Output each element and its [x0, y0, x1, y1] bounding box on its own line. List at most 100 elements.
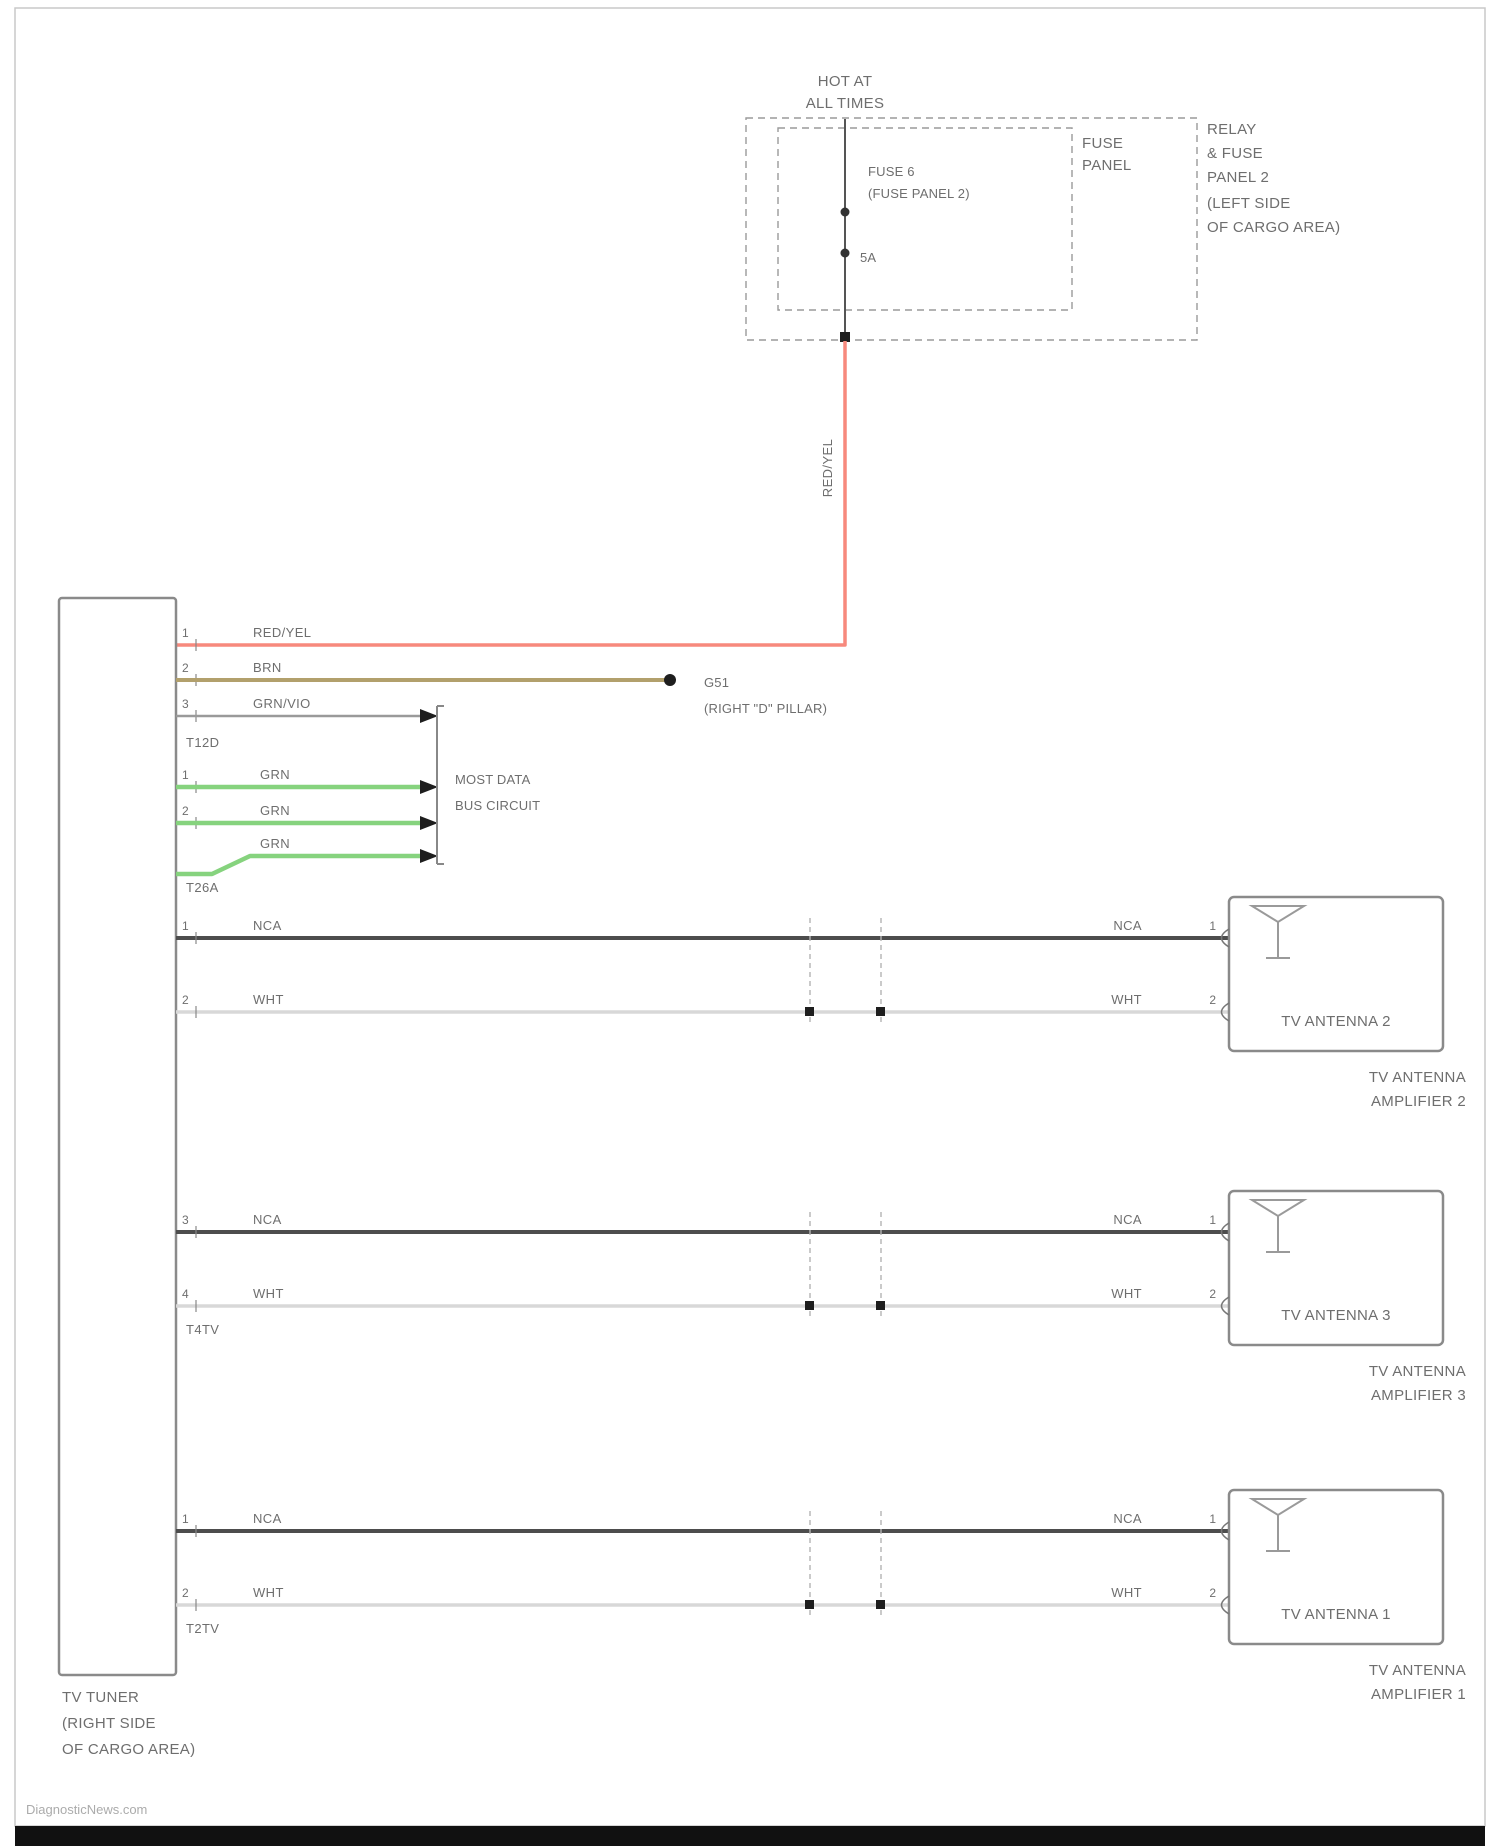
pin-number: 2	[182, 993, 189, 1007]
ground-point	[664, 674, 676, 686]
antenna-icon	[1248, 905, 1308, 959]
connector-dot	[805, 1600, 814, 1609]
pin-number: 3	[182, 1213, 189, 1227]
connector-label: T12D	[186, 735, 219, 750]
connector-dot	[805, 1301, 814, 1310]
bus-arrow-icon	[420, 816, 438, 830]
pin-number: 2	[1209, 993, 1216, 1007]
wire-label: WHT	[253, 1585, 284, 1600]
amplifier-label: AMPLIFIER 2	[1371, 1093, 1466, 1110]
pin-number: 1	[1209, 1512, 1216, 1526]
connector-arc	[1220, 1002, 1230, 1022]
watermark: DiagnosticNews.com	[26, 1802, 147, 1817]
pin-number: 2	[1209, 1586, 1216, 1600]
connector-dot	[805, 1007, 814, 1016]
fuse-terminal	[840, 248, 850, 258]
amplifier-label: TV ANTENNA	[1369, 1662, 1466, 1679]
connector-arc	[1220, 1222, 1230, 1242]
bus-arrow-icon	[420, 849, 438, 863]
wire-label: NCA	[1113, 918, 1142, 933]
wire-label: NCA	[253, 918, 282, 933]
tv-tuner-box	[57, 596, 178, 1677]
antenna-box-label: TV ANTENNA 2	[1281, 1013, 1390, 1030]
page-footer-bar	[15, 1826, 1485, 1846]
tv-tuner-label: OF CARGO AREA)	[62, 1741, 195, 1758]
wire-label: NCA	[1113, 1212, 1142, 1227]
ground-id: G51	[704, 675, 729, 690]
connector-dot	[876, 1007, 885, 1016]
antenna-box	[1227, 1189, 1445, 1347]
antenna-circuit: 1 NCA 2 WHT T2TV NCA 1 WHT 2 TV ANTENNA …	[176, 1488, 1466, 1703]
pin-number: 2	[1209, 1287, 1216, 1301]
ground-location: (RIGHT "D" PILLAR)	[704, 701, 827, 716]
pin-number: 1	[182, 768, 189, 782]
red-yel-wire	[176, 341, 847, 647]
wire-label: BRN	[253, 660, 282, 675]
pin-number: 1	[1209, 919, 1216, 933]
antenna-circuit: 3 NCA 4 WHT T4TV NCA 1 WHT 2 TV ANTENNA …	[176, 1189, 1466, 1404]
most-bus-label: BUS CIRCUIT	[455, 798, 540, 813]
wire-label: WHT	[1111, 992, 1142, 1007]
panel-exit-connector	[840, 332, 850, 342]
tv-tuner-label: TV TUNER	[62, 1689, 139, 1706]
wire-label: NCA	[253, 1511, 282, 1526]
hot-at-label: HOT AT	[818, 73, 873, 90]
antenna-box-label: TV ANTENNA 3	[1281, 1307, 1390, 1324]
connector-arc	[1220, 1595, 1230, 1615]
relay-fuse-panel-outer-box	[745, 117, 1198, 341]
pin-number: 1	[1209, 1213, 1216, 1227]
fuse-panel-inner-box	[777, 127, 1073, 311]
wire-label: GRN	[260, 836, 290, 851]
antenna-box-label: TV ANTENNA 1	[1281, 1606, 1390, 1623]
grn-wire	[176, 853, 421, 877]
relay-panel-label: OF CARGO AREA)	[1207, 219, 1340, 236]
amplifier-label: TV ANTENNA	[1369, 1363, 1466, 1380]
wire-label: GRN/VIO	[253, 696, 311, 711]
pin-number: 4	[182, 1287, 189, 1301]
connector-dot	[876, 1301, 885, 1310]
relay-panel-label: & FUSE	[1207, 145, 1263, 162]
amplifier-label: AMPLIFIER 1	[1371, 1686, 1466, 1703]
fuse-terminal	[840, 207, 850, 217]
wire-label: RED/YEL	[253, 625, 311, 640]
connector-label: T2TV	[186, 1621, 219, 1636]
connector-label: T4TV	[186, 1322, 219, 1337]
wire-label: GRN	[260, 767, 290, 782]
pin-number: 2	[182, 1586, 189, 1600]
bus-arrow-icon	[420, 780, 438, 794]
fuse-panel-label: FUSE	[1082, 135, 1123, 152]
relay-panel-label: RELAY	[1207, 121, 1257, 138]
connector-label: T26A	[186, 880, 219, 895]
wire-label: NCA	[253, 1212, 282, 1227]
wire-label: NCA	[1113, 1511, 1142, 1526]
antenna-icon	[1248, 1498, 1308, 1552]
antenna-box	[1227, 1488, 1445, 1646]
pin-number: 1	[182, 626, 189, 640]
fuse-panel-label: PANEL	[1082, 157, 1132, 174]
antenna-circuit: 1 NCA 2 WHT NCA 1 WHT 2 TV ANTENNA 2 TV …	[176, 895, 1466, 1110]
connector-arc	[1220, 1521, 1230, 1541]
amplifier-label: AMPLIFIER 3	[1371, 1387, 1466, 1404]
wire-label: WHT	[253, 992, 284, 1007]
wire-label-vertical: RED/YEL	[820, 439, 835, 497]
amplifier-label: TV ANTENNA	[1369, 1069, 1466, 1086]
wire-label: GRN	[260, 803, 290, 818]
tv-tuner-label: (RIGHT SIDE	[62, 1715, 156, 1732]
pin-number: 1	[182, 1512, 189, 1526]
hot-at-label: ALL TIMES	[806, 95, 885, 112]
antenna-box	[1227, 895, 1445, 1053]
fuse-rating: 5A	[860, 250, 876, 265]
bus-arrow-icon	[420, 709, 438, 723]
relay-panel-label: PANEL 2	[1207, 169, 1269, 186]
wire-label: WHT	[253, 1286, 284, 1301]
wire-label: WHT	[1111, 1585, 1142, 1600]
pin-number: 2	[182, 804, 189, 818]
pin-number: 3	[182, 697, 189, 711]
relay-panel-label: (LEFT SIDE	[1207, 195, 1291, 212]
connector-arc	[1220, 1296, 1230, 1316]
fuse-label: (FUSE PANEL 2)	[868, 186, 970, 201]
pin-number: 1	[182, 919, 189, 933]
fuse-label: FUSE 6	[868, 164, 915, 179]
